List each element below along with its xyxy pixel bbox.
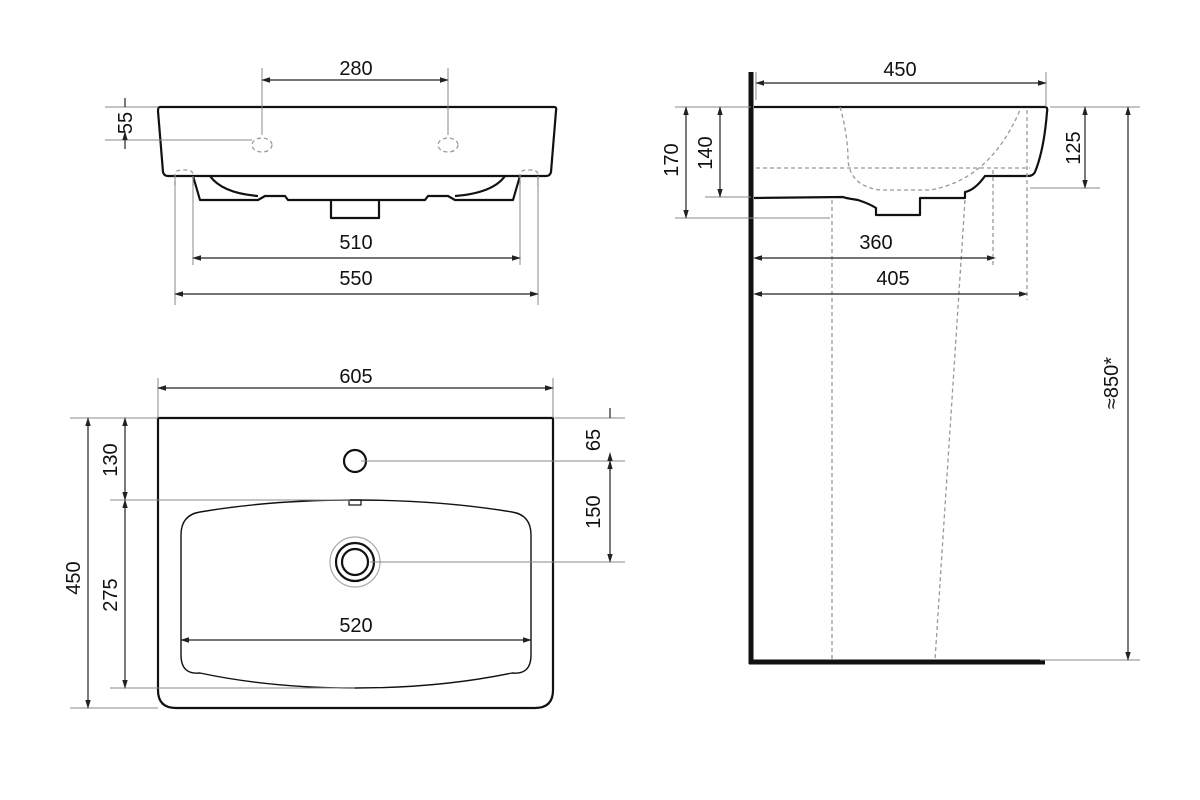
tap-hole-left	[251, 137, 273, 153]
dim-130: 130	[100, 443, 122, 476]
dim-520: 520	[339, 615, 372, 637]
bowl-outline	[180, 499, 532, 689]
tap-hole-right	[437, 137, 459, 153]
dim-140: 140	[695, 136, 717, 169]
dim-170: 170	[661, 143, 683, 176]
dim-360: 360	[859, 232, 892, 254]
dim-405: 405	[876, 268, 909, 290]
dim-125: 125	[1063, 131, 1085, 164]
dim-450-depth: 450	[63, 561, 85, 594]
dim-605: 605	[339, 366, 372, 388]
front-view: 280 55 510 550	[105, 58, 558, 305]
overflow	[348, 499, 362, 506]
drain-trap	[329, 200, 381, 220]
side-view: 450 170 140 125 ≈850* 360 405	[661, 59, 1140, 665]
dim-65: 65	[583, 429, 605, 451]
dim-150: 150	[583, 495, 605, 528]
dim-510: 510	[339, 232, 372, 254]
top-view: 605 450 130 275 65 150 520	[63, 366, 625, 710]
dim-550: 550	[339, 268, 372, 290]
dim-850: ≈850*	[1101, 357, 1123, 409]
dim-275: 275	[100, 578, 122, 611]
dim-55: 55	[115, 112, 137, 134]
dim-280: 280	[339, 58, 372, 80]
dim-450-projection: 450	[883, 59, 916, 81]
